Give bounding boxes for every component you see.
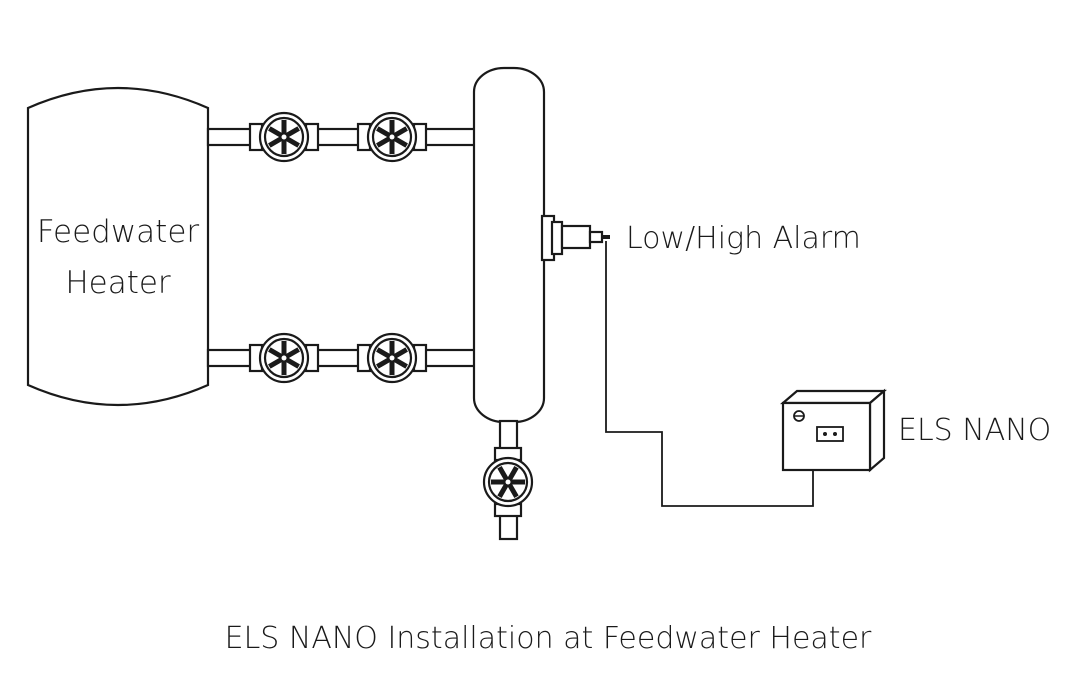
heater-label-line2: Heater <box>65 265 171 301</box>
diagram-caption: ELS NANO Installation at Feedwater Heate… <box>225 621 872 656</box>
els-nano-unit <box>780 388 887 473</box>
level-column <box>472 66 546 424</box>
valve-icon <box>356 111 428 163</box>
lower-pipe <box>206 348 478 368</box>
sensor-icon <box>540 214 610 262</box>
connector-icon <box>816 426 844 442</box>
valve-icon <box>356 332 428 384</box>
valve-icon <box>248 332 320 384</box>
signal-wire <box>605 241 814 507</box>
feedwater-heater-tank: Feedwater Heater <box>26 86 210 407</box>
valve-icon <box>248 111 320 163</box>
device-label: ELS NANO <box>898 413 1051 448</box>
alarm-label: Low/High Alarm <box>626 221 861 256</box>
heater-label-line1: Feedwater <box>37 214 200 250</box>
valve-icon <box>482 446 534 518</box>
upper-pipe <box>206 127 478 147</box>
